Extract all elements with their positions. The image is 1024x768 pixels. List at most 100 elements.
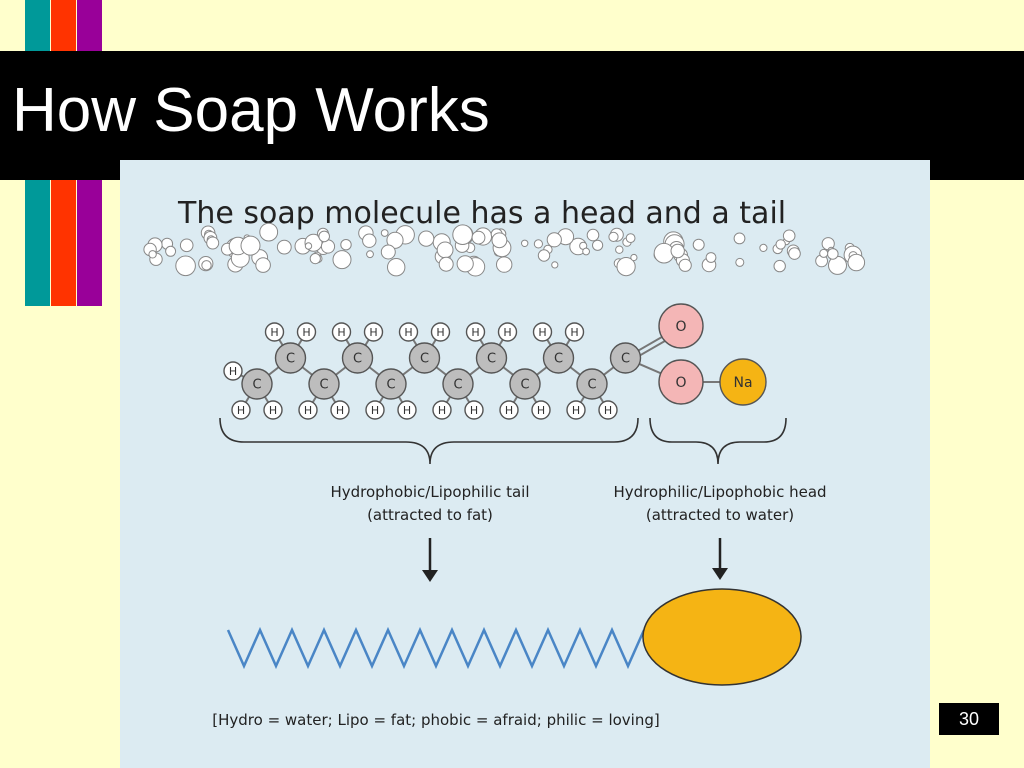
bubble xyxy=(582,247,591,256)
svg-text:O: O xyxy=(675,319,686,335)
carbon-atom: C xyxy=(542,342,575,374)
hydrogen-atom: H xyxy=(223,361,243,381)
hydrogen-atom: H xyxy=(397,400,417,420)
carbon-atom: C xyxy=(274,342,307,374)
hydrogen-atom: H xyxy=(497,322,518,342)
svg-text:O: O xyxy=(675,375,686,391)
bubble xyxy=(332,250,352,270)
bubble xyxy=(625,233,636,243)
soap-molecule-figure: The soap molecule has a head and a tail … xyxy=(120,160,930,768)
svg-text:C: C xyxy=(621,352,630,367)
svg-text:H: H xyxy=(470,404,478,417)
bubble xyxy=(318,230,330,243)
hydrogen-atom: H xyxy=(464,400,484,420)
hydrogen-atom: H xyxy=(532,322,553,342)
head-sublabel: (attracted to water) xyxy=(646,506,794,524)
svg-text:H: H xyxy=(436,326,444,339)
svg-text:H: H xyxy=(471,326,479,339)
svg-text:C: C xyxy=(487,352,496,367)
figure-footnote: [Hydro = water; Lipo = fat; phobic = afr… xyxy=(212,711,659,729)
bubble xyxy=(456,255,474,273)
svg-text:H: H xyxy=(369,326,377,339)
svg-text:H: H xyxy=(337,326,345,339)
bubble xyxy=(616,257,636,277)
bubble xyxy=(759,243,768,253)
hydrogen-atom: H xyxy=(398,322,419,342)
svg-text:H: H xyxy=(438,404,446,417)
bubble xyxy=(537,249,551,262)
bubble xyxy=(276,239,292,255)
hydrogen-atom: H xyxy=(263,400,283,420)
hydrogen-atom: H xyxy=(330,400,350,420)
carbon-atom: C xyxy=(576,368,608,400)
bubble xyxy=(340,239,352,251)
tail-arrow xyxy=(422,538,438,582)
figure-canvas: The soap molecule has a head and a tail … xyxy=(143,196,866,729)
svg-text:C: C xyxy=(286,352,295,367)
bubble xyxy=(179,238,194,253)
bubble xyxy=(592,239,604,251)
hydrogen-atom: H xyxy=(231,400,251,420)
bubble xyxy=(309,253,321,265)
hydrogen-atom: H xyxy=(365,400,385,420)
bubble xyxy=(380,229,389,237)
hydrogen-atom: H xyxy=(566,400,586,420)
svg-text:H: H xyxy=(505,404,513,417)
hydrogen-atom: H xyxy=(363,322,384,342)
bubble xyxy=(678,258,692,272)
bubble xyxy=(366,250,374,259)
stripe-purple-top xyxy=(77,0,102,51)
svg-text:H: H xyxy=(304,404,312,417)
oxygen-atom: O xyxy=(658,359,704,405)
bubble xyxy=(847,253,866,272)
hydrogen-atom: H xyxy=(598,400,618,420)
slide-title: How Soap Works xyxy=(12,76,490,145)
svg-text:H: H xyxy=(302,326,310,339)
bubble xyxy=(788,247,801,260)
bubble xyxy=(387,258,406,277)
carbon-atom: C xyxy=(241,368,273,400)
head-arrow xyxy=(712,538,728,580)
bubble xyxy=(386,231,404,249)
bubble xyxy=(551,261,559,269)
tail-label: Hydrophobic/Lipophilic tail xyxy=(330,483,529,501)
page-number: 30 xyxy=(939,703,999,735)
hydrogen-atom: H xyxy=(499,400,519,420)
hydrogen-atom: H xyxy=(331,322,352,342)
bubble xyxy=(240,235,261,256)
bubble xyxy=(782,229,796,243)
bubble xyxy=(773,259,786,273)
svg-text:H: H xyxy=(503,326,511,339)
bubble xyxy=(733,232,746,245)
carbon-atom: C xyxy=(308,368,340,400)
stripe-teal-bottom xyxy=(25,180,50,306)
bubble xyxy=(436,241,454,259)
hydrogen-atom: H xyxy=(298,400,318,420)
stripe-red-bottom xyxy=(51,180,76,306)
carbon-atom: C xyxy=(341,342,374,374)
oxygen-atom: O xyxy=(658,303,704,349)
svg-text:H: H xyxy=(371,404,379,417)
tail-zigzag xyxy=(226,626,646,670)
bubble xyxy=(586,228,600,242)
head-ellipse xyxy=(642,588,802,686)
bubble xyxy=(670,243,685,259)
title-bar xyxy=(0,51,1024,180)
svg-text:H: H xyxy=(237,404,245,417)
figure-heading: The soap molecule has a head and a tail xyxy=(177,196,786,231)
tail-brace xyxy=(219,417,639,465)
svg-text:H: H xyxy=(229,365,237,378)
svg-text:H: H xyxy=(269,404,277,417)
svg-text:C: C xyxy=(453,378,462,393)
bubble xyxy=(175,255,196,277)
hydrogen-atom: H xyxy=(264,322,285,342)
bubble xyxy=(438,256,454,272)
carbon-atom: C xyxy=(609,342,642,374)
svg-text:H: H xyxy=(538,326,546,339)
bubble xyxy=(615,245,624,254)
hydrogen-atom: H xyxy=(432,400,452,420)
bubble xyxy=(819,248,829,258)
svg-text:H: H xyxy=(572,404,580,417)
bubble xyxy=(148,250,157,259)
